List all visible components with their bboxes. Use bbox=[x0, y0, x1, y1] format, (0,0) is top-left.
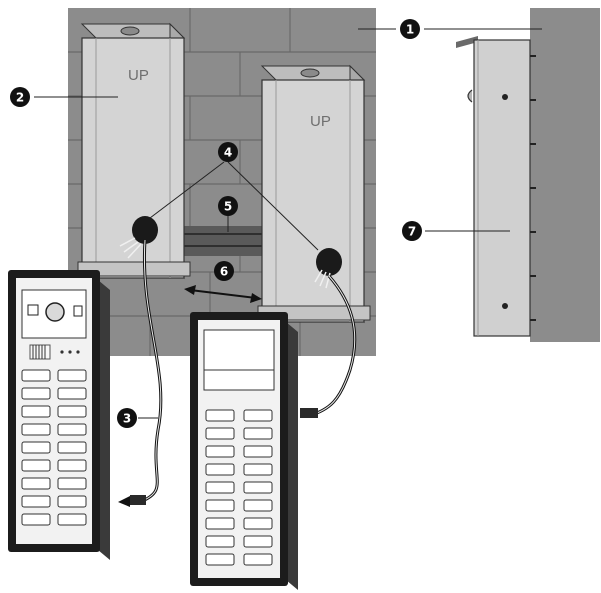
svg-text:7: 7 bbox=[408, 225, 416, 239]
svg-text:1: 1 bbox=[406, 23, 414, 37]
svg-text:6: 6 bbox=[220, 265, 228, 279]
left-flush-box: UP bbox=[77, 22, 191, 280]
side-view bbox=[456, 8, 600, 342]
connecting-cables bbox=[118, 239, 357, 507]
callout-1: 1 bbox=[400, 19, 420, 39]
svg-text:5: 5 bbox=[224, 200, 232, 214]
right-door-panel bbox=[190, 312, 298, 590]
svg-text:4: 4 bbox=[224, 146, 232, 160]
right-box-up-marking: UP bbox=[310, 113, 331, 130]
callout-3: 3 bbox=[117, 408, 137, 428]
callout-2: 2 bbox=[10, 87, 30, 107]
svg-text:3: 3 bbox=[123, 412, 131, 426]
left-box-up-marking: UP bbox=[128, 67, 149, 84]
callout-7: 7 bbox=[402, 221, 422, 241]
left-door-panel bbox=[8, 270, 110, 560]
spacing-arrow bbox=[184, 285, 262, 303]
callouts: 1 2 3 4 5 6 7 bbox=[10, 19, 422, 428]
svg-text:2: 2 bbox=[16, 91, 24, 105]
callout-6: 6 bbox=[214, 261, 234, 281]
leader-lines bbox=[34, 28, 542, 419]
callout-4: 4 bbox=[218, 142, 238, 162]
callout-5: 5 bbox=[218, 196, 238, 216]
right-flush-box: UP bbox=[257, 64, 371, 324]
